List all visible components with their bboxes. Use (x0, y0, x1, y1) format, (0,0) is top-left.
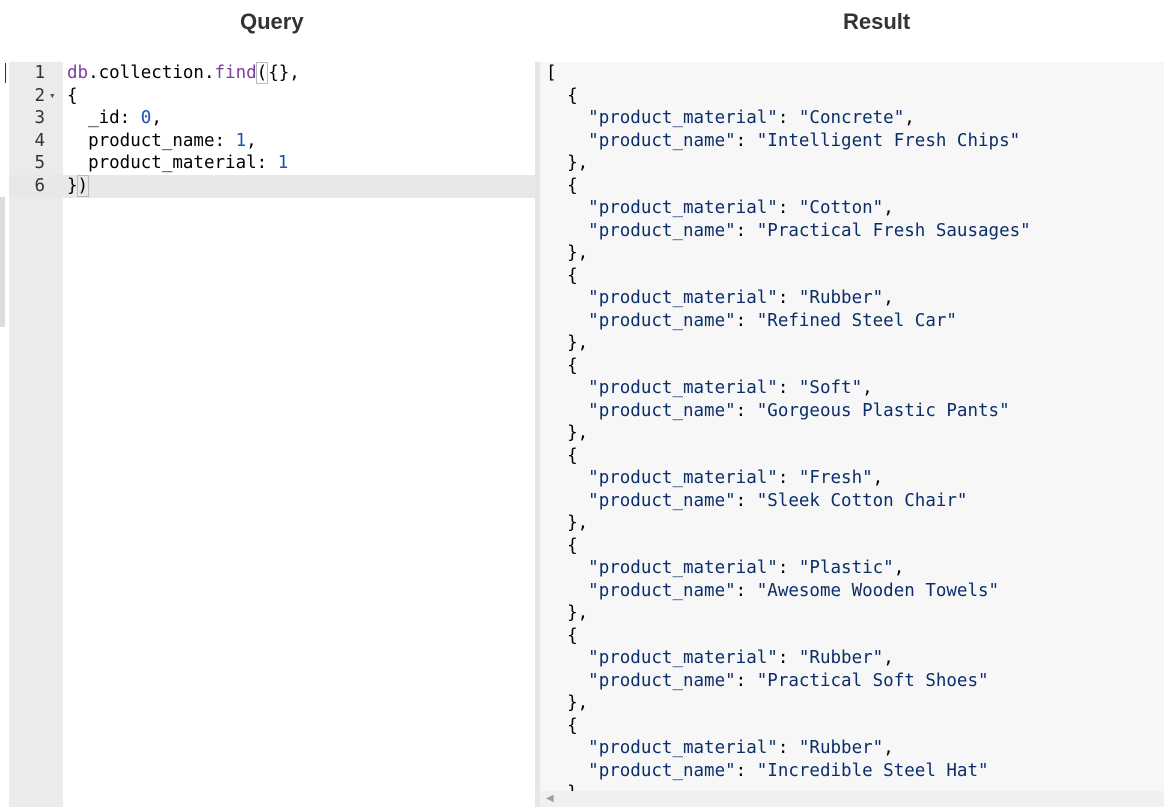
result-object-open: { (546, 715, 578, 736)
editor-cursor (267, 64, 269, 82)
code-text: { (67, 85, 78, 108)
code-token: {}, (268, 63, 300, 83)
result-object-close: }, (546, 603, 589, 623)
code-line[interactable]: 2 ▾ { (9, 85, 535, 108)
result-object-open: { (546, 535, 578, 556)
text-cursor (5, 63, 6, 83)
code-token: _id: (67, 108, 141, 128)
code-token: , (246, 130, 257, 151)
result-field-material: "product_material": "Soft", (588, 378, 873, 398)
line-number: 4 (34, 130, 45, 151)
result-field-name: "product_name": "Practical Soft Shoes" (588, 670, 989, 691)
result-field-material: "product_material": "Rubber", (588, 648, 894, 668)
code-text: db.collection.find({}, (67, 62, 300, 85)
result-field-material: "product_material": "Concrete", (588, 108, 915, 128)
line-number: 5 (34, 153, 45, 173)
code-token: , (151, 108, 162, 128)
result-field-name: "product_name": "Practical Fresh Sausage… (588, 220, 1031, 241)
code-token: 1 (235, 130, 247, 151)
code-token: .collection. (88, 63, 215, 83)
result-field-material: "product_material": "Rubber", (588, 738, 894, 758)
result-object-close: }, (546, 333, 589, 353)
code-text: }) (67, 174, 90, 198)
result-object-open: { (546, 625, 578, 646)
result-object-open: { (546, 85, 578, 106)
result-object-close: }, (546, 693, 589, 713)
code-line[interactable]: 3 _id: 0, (9, 107, 535, 130)
result-field-name: "product_name": "Incredible Steel Hat" (588, 760, 989, 781)
code-line[interactable]: 1 db.collection.find({}, (9, 62, 535, 85)
code-token: 0 (140, 108, 152, 128)
result-horizontal-scrollbar[interactable]: ◀ (540, 791, 1164, 807)
result-field-material: "product_material": "Fresh", (588, 468, 884, 488)
result-object-close: }, (546, 513, 589, 533)
result-object-close: }, (546, 423, 589, 443)
result-object-close: }, (546, 153, 589, 173)
fold-arrow-icon[interactable]: ▾ (49, 88, 56, 102)
scroll-left-arrow-icon[interactable]: ◀ (546, 793, 554, 804)
code-line[interactable]: 5 product_material: 1 (9, 152, 535, 175)
result-field-name: "product_name": "Awesome Wooden Towels" (588, 580, 1000, 601)
query-pane-title: Query (240, 9, 304, 34)
code-token: find (214, 63, 257, 83)
result-field-material: "product_material": "Plastic", (588, 558, 905, 578)
code-token: ) (76, 174, 90, 197)
active-line-highlight (9, 175, 535, 198)
result-object-open: { (546, 175, 578, 196)
line-number: 2 (34, 85, 45, 106)
pane-splitter[interactable] (535, 62, 540, 807)
code-line[interactable]: 4 product_name: 1, (9, 130, 535, 153)
result-lines: [ { "product_material": "Concrete", "pro… (546, 62, 1031, 807)
code-token: product_name: (67, 130, 236, 151)
code-text: product_material: 1 (67, 152, 288, 175)
code-token: { (67, 85, 78, 106)
page-scrollbar-thumb[interactable] (0, 197, 5, 327)
code-token: ( (255, 62, 269, 84)
result-field-name: "product_name": "Sleek Cotton Chair" (588, 490, 968, 511)
code-token: db (67, 63, 89, 83)
result-field-name: "product_name": "Intelligent Fresh Chips… (588, 130, 1021, 151)
result-field-name: "product_name": "Refined Steel Car" (588, 310, 957, 331)
line-number: 6 (34, 175, 45, 196)
result-object-open: { (546, 355, 578, 376)
line-number: 1 (34, 63, 45, 83)
result-viewer[interactable]: [ { "product_material": "Concrete", "pro… (540, 62, 1164, 807)
code-token: 1 (277, 153, 289, 173)
code-line[interactable]: 6}) (9, 174, 535, 198)
result-field-name: "product_name": "Gorgeous Plastic Pants" (588, 400, 1010, 421)
result-field-material: "product_material": "Rubber", (588, 288, 894, 308)
line-number: 3 (34, 108, 45, 128)
result-object-open: { (546, 445, 578, 466)
result-array-open: [ (546, 63, 557, 83)
result-object-open: { (546, 265, 578, 286)
result-pane-title: Result (843, 9, 911, 34)
code-text: _id: 0, (67, 107, 162, 130)
code-text: product_name: 1, (67, 130, 257, 153)
code-token: } (67, 175, 78, 196)
code-token: product_material: (67, 153, 278, 173)
result-object-close: }, (546, 243, 589, 263)
result-field-material: "product_material": "Cotton", (588, 198, 894, 218)
